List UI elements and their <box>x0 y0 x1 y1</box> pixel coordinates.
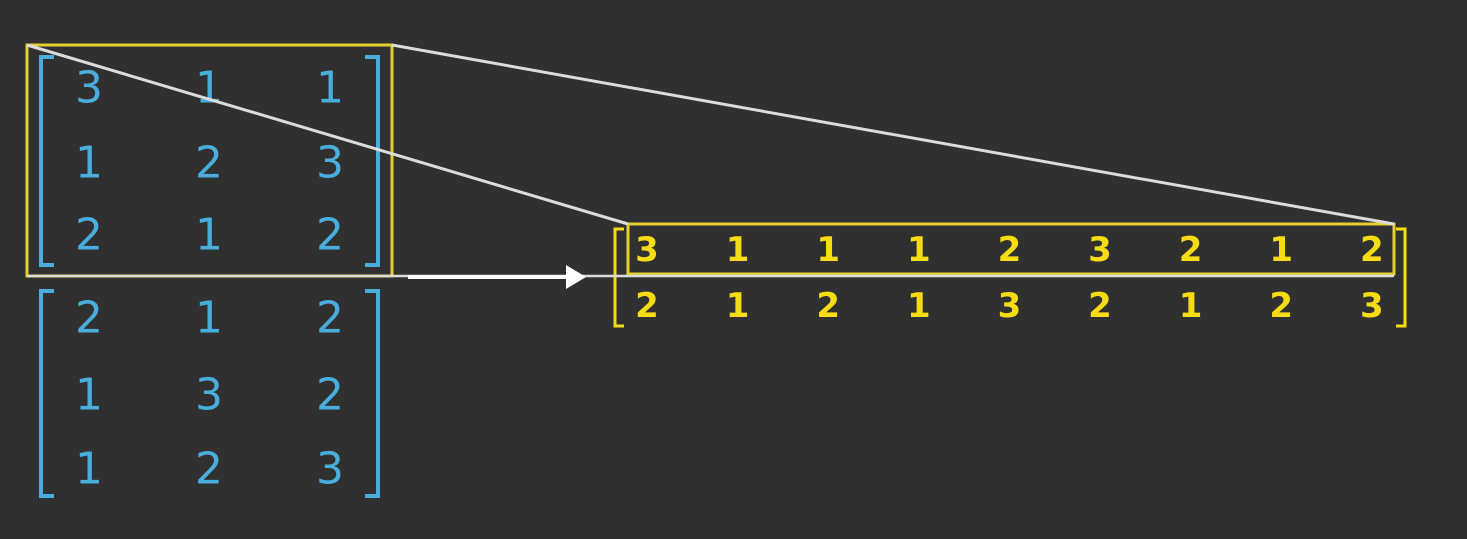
matrix-a-left-bracket <box>39 55 54 267</box>
flattened-cell: 3 <box>1360 286 1384 326</box>
matrix-b-cell: 3 <box>316 444 344 495</box>
flattened-row-highlight-box <box>626 222 1396 276</box>
matrix-b-cell: 1 <box>195 293 223 344</box>
matrix-a-cell: 1 <box>195 63 223 114</box>
flattened-cell: 1 <box>907 286 931 326</box>
matrix-a-cell: 3 <box>75 63 103 114</box>
flattened-cell: 2 <box>1360 230 1384 270</box>
flattened-cell: 2 <box>1088 286 1112 326</box>
matrix-b-cell: 3 <box>195 370 223 421</box>
matrix-a-right-bracket <box>365 55 380 267</box>
flattened-cell: 2 <box>635 286 659 326</box>
zoom-line-top <box>391 43 1395 226</box>
flattened-cell: 1 <box>907 230 931 270</box>
matrix-b-right-bracket <box>365 289 380 498</box>
matrix-a-cell: 1 <box>316 63 344 114</box>
matrix-a-cell: 3 <box>316 138 344 189</box>
matrix-b: 2 1 2 1 3 2 1 2 3 <box>39 289 380 498</box>
matrix-a-cells: 3 1 1 1 2 3 2 1 2 <box>75 63 344 261</box>
matrix-a-cell: 1 <box>195 210 223 261</box>
flattened-cell: 2 <box>1269 286 1293 326</box>
matrix-a-cell: 2 <box>75 210 103 261</box>
matrix-a-cell: 2 <box>195 138 223 189</box>
zoom-line-diagonal <box>26 43 629 226</box>
flattened-matrix: 3 1 1 1 2 3 2 1 2 2 1 2 1 3 2 1 2 3 <box>613 227 1407 328</box>
flattened-cells: 3 1 1 1 2 3 2 1 2 2 1 2 1 3 2 1 2 3 <box>635 230 1383 326</box>
flattened-cell: 2 <box>1179 230 1203 270</box>
matrix-b-cell: 2 <box>316 293 344 344</box>
matrix-b-cell: 1 <box>75 444 103 495</box>
matrix-b-cell: 2 <box>75 293 103 344</box>
flattened-cell: 2 <box>816 286 840 326</box>
flattened-cell: 1 <box>726 286 750 326</box>
flattened-left-bracket <box>613 227 624 328</box>
flattened-cell: 3 <box>998 286 1022 326</box>
matrix-b-cell: 1 <box>75 370 103 421</box>
matrix-b-cells: 2 1 2 1 3 2 1 2 3 <box>75 293 344 495</box>
flattened-cell: 1 <box>726 230 750 270</box>
flattened-right-bracket <box>1396 227 1407 328</box>
matrix-a-cell: 2 <box>316 210 344 261</box>
matrix-b-cell: 2 <box>195 444 223 495</box>
flattened-cell: 1 <box>1269 230 1293 270</box>
flattened-cell: 2 <box>998 230 1022 270</box>
flattened-cell: 3 <box>635 230 659 270</box>
matrix-a: 3 1 1 1 2 3 2 1 2 <box>39 55 380 267</box>
matrix-b-cell: 2 <box>316 370 344 421</box>
matrix-a-cell: 1 <box>75 138 103 189</box>
flattened-cell: 3 <box>1088 230 1112 270</box>
flattened-cell: 1 <box>1179 286 1203 326</box>
matrix-b-left-bracket <box>39 289 54 498</box>
arrow-right-icon <box>408 265 586 289</box>
flattened-cell: 1 <box>816 230 840 270</box>
